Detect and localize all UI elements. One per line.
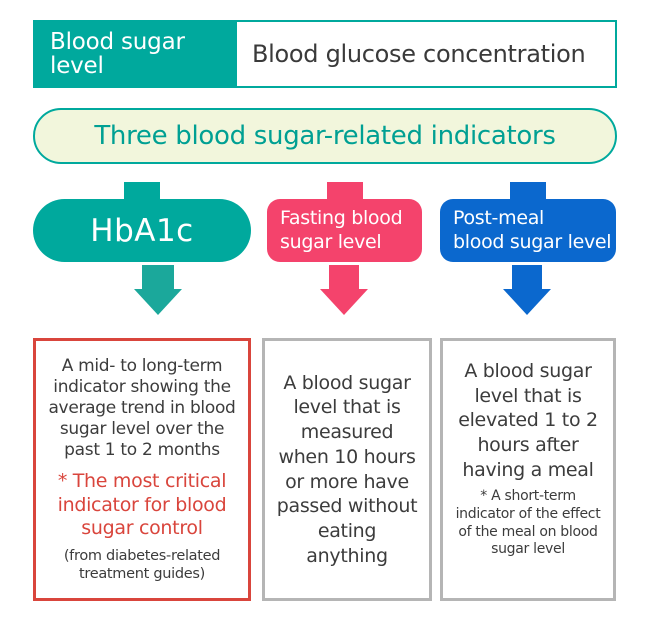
arrow-stem-hba1c: [142, 265, 174, 289]
description-hba1c-note: (from diabetes-related treatment guides): [63, 547, 221, 582]
description-post-meal-main: A blood sugar level that is elevated 1 t…: [458, 360, 598, 481]
indicator-post-meal-line2: blood sugar level: [453, 230, 612, 253]
indicator-fasting-line2: sugar level: [280, 230, 382, 253]
connector-tab-hba1c: [124, 182, 160, 199]
connector-tab-fasting: [327, 182, 363, 199]
description-box-hba1c: A mid- to long-term indicator showing th…: [33, 338, 251, 601]
definition-header: Blood sugar level Blood glucose concentr…: [33, 20, 617, 88]
connector-tab-post-meal: [510, 182, 546, 199]
description-post-meal-note: * A short-term indicator of the effect o…: [455, 488, 601, 558]
description-hba1c-main: A mid- to long-term indicator showing th…: [48, 355, 236, 461]
header-definition-label: Blood glucose concentration: [235, 20, 617, 88]
indicator-fasting-line1: Fasting blood: [280, 207, 403, 230]
indicator-chip-hba1c-label: HbA1c: [33, 199, 251, 262]
indicator-chip-group: HbA1c Fasting blood sugar level Post-mea…: [0, 182, 650, 322]
arrow-stem-fasting: [329, 265, 359, 289]
arrow-stem-post-meal: [512, 265, 542, 289]
indicator-chip-post-meal: Post-meal blood sugar level: [440, 199, 616, 262]
description-box-post-meal: A blood sugar level that is elevated 1 t…: [440, 338, 616, 601]
section-banner-three-indicators: Three blood sugar-related indicators: [33, 108, 617, 164]
indicator-post-meal-line1: Post-meal: [453, 207, 545, 230]
arrow-head-hba1c: [134, 289, 182, 315]
arrow-head-post-meal: [503, 289, 551, 315]
header-term-label: Blood sugar level: [33, 20, 235, 88]
description-box-fasting: A blood sugar level that is measured whe…: [262, 338, 432, 601]
indicator-chip-fasting: Fasting blood sugar level: [267, 199, 422, 262]
description-hba1c-accent: * The most critical indicator for blood …: [57, 470, 227, 540]
arrow-head-fasting: [320, 289, 368, 315]
description-fasting-main: A blood sugar level that is measured whe…: [276, 371, 418, 567]
